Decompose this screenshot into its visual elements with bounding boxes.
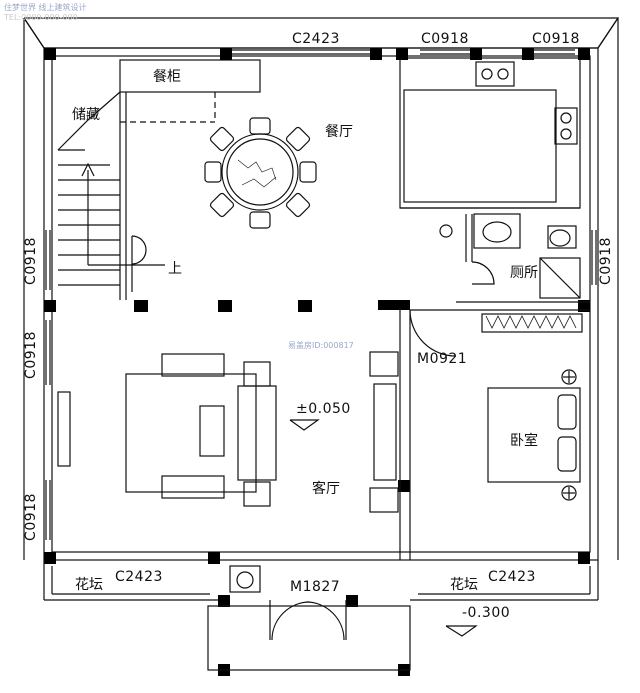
window-top-right-code: C0918: [532, 31, 580, 47]
watermark-center: 易盖房ID:000817: [288, 341, 354, 350]
room-toilet: 厕所: [510, 265, 538, 281]
window-top-mid-code: C0918: [421, 31, 469, 47]
watermark-top: 住梦世界 线上建筑设计: [4, 3, 87, 12]
window-left-3-code: C0918: [23, 493, 39, 541]
level-marks: [289, 419, 478, 637]
cabinet: [119, 59, 261, 123]
stair-up-label: 上: [168, 261, 182, 277]
interior-walls: [399, 214, 590, 560]
columns: [44, 48, 590, 676]
door-main-code: M1827: [290, 579, 341, 595]
window-left-2-code: C0918: [23, 331, 39, 379]
tv-cabinet: [369, 351, 399, 513]
stairs: [57, 91, 165, 300]
window-top-left-code: C2423: [292, 31, 340, 47]
kitchen: [399, 57, 581, 209]
left-windows: [45, 230, 51, 540]
window-right-1-code: C0918: [598, 237, 614, 285]
level-outside: -0.300: [462, 605, 511, 621]
planter-left: 花坛: [75, 577, 103, 593]
door-bedroom-code: M0921: [417, 351, 468, 367]
window-bottom-left-code: C2423: [115, 569, 163, 585]
bed: [487, 369, 581, 501]
room-living: 客厅: [312, 481, 340, 497]
entrance: [43, 560, 599, 671]
bathroom: [439, 213, 581, 299]
room-bedroom: 卧室: [510, 433, 538, 449]
bedroom-door: [409, 309, 457, 357]
room-dining: 餐厅: [325, 124, 353, 140]
window-left-1-code: C0918: [23, 237, 39, 285]
roof-outline: [23, 17, 620, 560]
living-furniture: [57, 353, 277, 507]
level-floor: ±0.050: [296, 401, 351, 417]
room-cabinet: 餐柜: [153, 69, 181, 85]
right-windows: [591, 230, 597, 285]
dining-table: [204, 117, 317, 229]
wardrobe: [481, 313, 583, 333]
watermark-top-2: TEL:0000-000-000: [4, 13, 78, 22]
planter-right: 花坛: [450, 577, 478, 593]
window-bottom-right-code: C2423: [488, 569, 536, 585]
room-storage: 储藏: [72, 107, 100, 123]
